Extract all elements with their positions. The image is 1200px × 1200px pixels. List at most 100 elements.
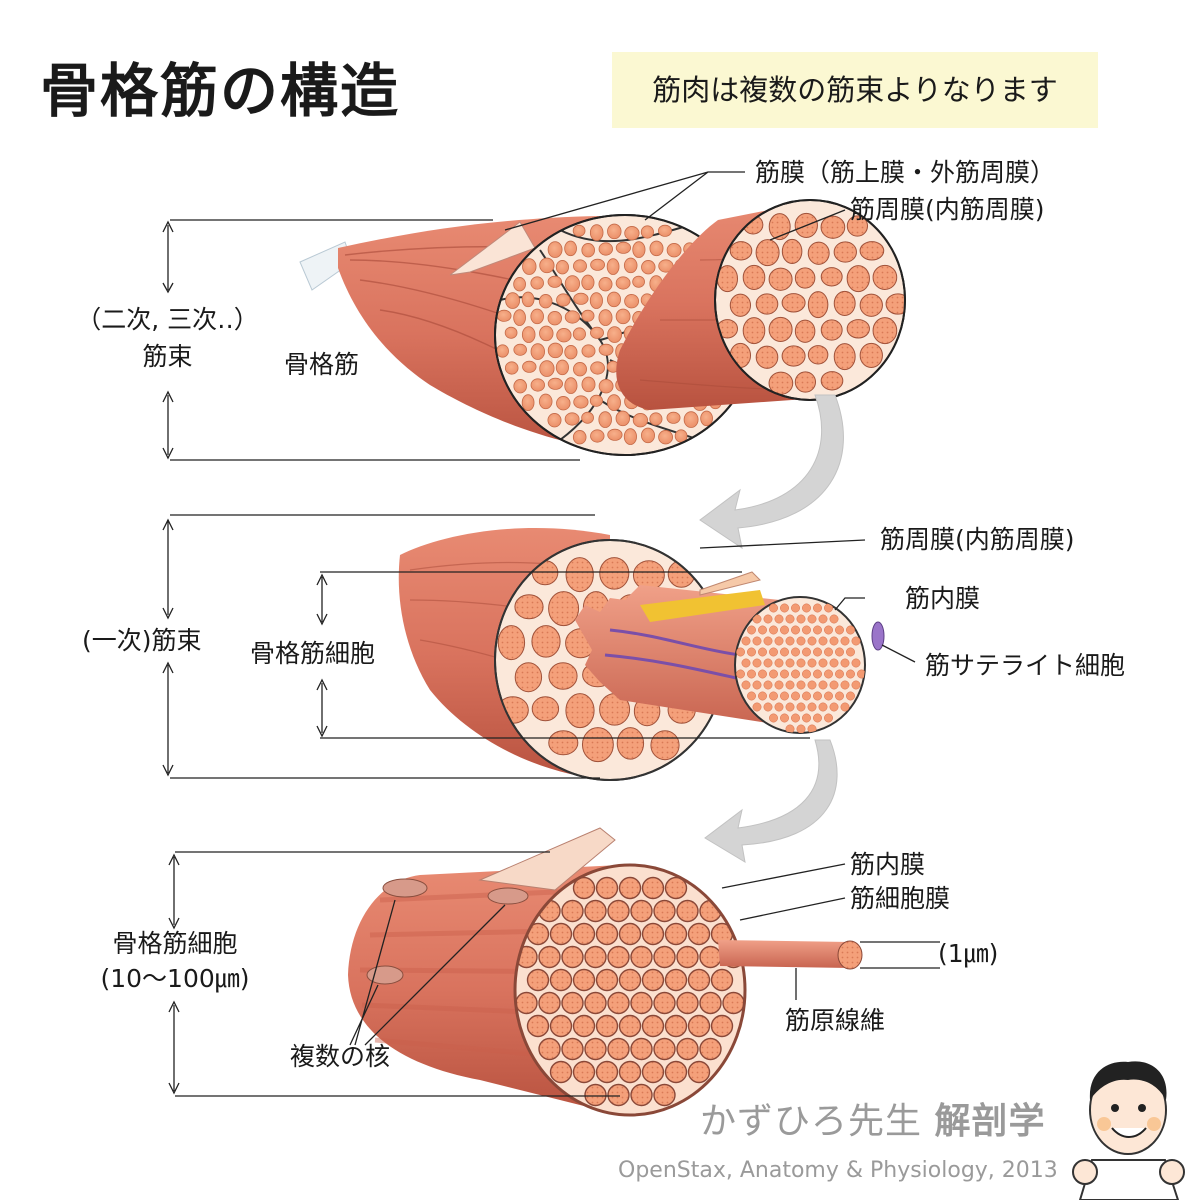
myofibril-dot xyxy=(829,680,839,690)
myofibril-dot xyxy=(741,680,751,690)
myofibril-dot xyxy=(741,636,751,646)
fascicle-cell xyxy=(846,265,870,293)
page-title: 骨格筋の構造 xyxy=(40,57,401,125)
myofibril-section xyxy=(607,1037,630,1061)
muscle-fiber-cell xyxy=(496,344,509,358)
zoom-arrow-1 xyxy=(699,394,844,550)
myofibril-dot xyxy=(791,713,800,723)
credit-source: OpenStax, Anatomy & Physiology, 2013 xyxy=(618,1158,1058,1183)
fascicle-cell xyxy=(872,317,898,345)
myofibril-dot xyxy=(846,669,855,679)
fascicle-cell xyxy=(729,241,753,261)
myofibril-section xyxy=(595,1060,619,1084)
label-primary-fascicle: (一次)筋束 xyxy=(82,626,202,655)
myofibril-dot xyxy=(763,636,773,646)
myofibril-dot xyxy=(785,680,795,690)
myofibril-dot xyxy=(774,702,784,712)
myofibril-section xyxy=(572,922,596,946)
myofibril-dot xyxy=(818,636,828,646)
muscle-fiber-cell xyxy=(538,294,553,309)
muscle-fiber-cell xyxy=(581,411,594,424)
myofibril-dot xyxy=(758,691,767,701)
myofibril-dot xyxy=(785,724,795,733)
myofibril-dot xyxy=(807,614,817,624)
fascicle-fiber-cell xyxy=(497,625,526,661)
fascicle-fiber-cell xyxy=(632,560,665,591)
myofibril-section xyxy=(549,922,573,946)
label-skeletal-muscle: 骨格筋 xyxy=(284,350,360,379)
zoom-arrow-2 xyxy=(704,739,838,863)
fascicle-fiber-cell xyxy=(548,591,580,627)
myofibril-section xyxy=(595,922,619,946)
myofibril-section xyxy=(641,1060,665,1084)
myofibril-dot xyxy=(752,658,762,668)
fascicle-cell xyxy=(885,293,905,315)
myofibril-dot xyxy=(840,680,850,690)
myofibril-dot xyxy=(774,658,784,668)
myofibril-dot xyxy=(752,636,762,646)
myofibril-dot xyxy=(807,724,817,733)
myofibril-dot xyxy=(807,680,817,690)
myofibril-dot xyxy=(736,647,745,657)
myofibril-dot xyxy=(741,658,751,668)
myofibril-dot xyxy=(824,691,833,701)
myofibril-section xyxy=(722,991,745,1015)
myofibril-dot xyxy=(829,614,839,624)
fascicle-cell xyxy=(755,293,779,315)
muscle-fiber-cell xyxy=(590,429,605,443)
myofibril-dot xyxy=(796,658,806,668)
myofibril-section xyxy=(676,991,699,1015)
myofibril-dot xyxy=(796,680,806,690)
fascicle-cell xyxy=(781,293,806,313)
myofibril-dot xyxy=(758,669,767,679)
myofibril-section xyxy=(607,1083,630,1107)
myofibril-dot xyxy=(791,625,800,635)
muscle-fiber-cell xyxy=(581,376,596,393)
myofibril-section xyxy=(664,876,688,900)
myofibril-section xyxy=(699,1037,722,1061)
fascicle-cell xyxy=(742,264,766,290)
myofibril-section xyxy=(549,968,573,992)
myofibril-section xyxy=(561,899,584,923)
muscle-fiber-cell xyxy=(522,360,537,373)
myofibril-dot xyxy=(840,658,850,668)
myofibril-dot xyxy=(818,680,828,690)
fascicle-fiber-cell xyxy=(531,696,560,722)
muscle-fiber-cell xyxy=(624,226,640,241)
muscle-fiber-cell xyxy=(598,343,614,356)
fascicle-fiber-cell xyxy=(616,727,645,760)
muscle-fiber-cell xyxy=(555,359,569,376)
myofibril-dot xyxy=(824,647,833,657)
muscle-fiber-cell xyxy=(598,242,613,256)
muscle-fiber-cell xyxy=(547,311,562,326)
myofibril-dot xyxy=(813,713,822,723)
myofibril-dot xyxy=(851,636,861,646)
muscle-fiber-cell xyxy=(615,276,631,290)
myofibril-dot xyxy=(769,669,778,679)
myofibril-dot xyxy=(829,658,839,668)
myofibril-dot xyxy=(802,669,811,679)
whole-muscle-illustration xyxy=(299,199,906,456)
myofibril-dot xyxy=(813,603,822,613)
fascicle-fiber-cell xyxy=(565,693,595,729)
myofibril-section xyxy=(584,991,607,1015)
myofibril-section xyxy=(572,1060,596,1084)
label-secondary-fascicle: 筋束 xyxy=(142,342,193,371)
myofibril-dot xyxy=(802,691,811,701)
myofibril-section xyxy=(572,968,596,992)
myofibril-section xyxy=(630,1037,653,1061)
myofibril-dot xyxy=(736,669,745,679)
muscle-fiber-cell xyxy=(564,310,581,324)
muscle-fiber-cell xyxy=(649,412,663,426)
fascicle-cell xyxy=(846,319,870,339)
muscle-fiber-cell xyxy=(573,362,587,377)
myofibril-dot xyxy=(813,647,822,657)
muscle-fiber-cell xyxy=(623,257,638,274)
fascicle-cell xyxy=(846,215,869,237)
muscle-fiber-cell xyxy=(632,413,649,428)
myofibril-section xyxy=(538,991,561,1015)
muscle-fiber-cell xyxy=(606,258,620,275)
myofibril-dot xyxy=(780,603,789,613)
